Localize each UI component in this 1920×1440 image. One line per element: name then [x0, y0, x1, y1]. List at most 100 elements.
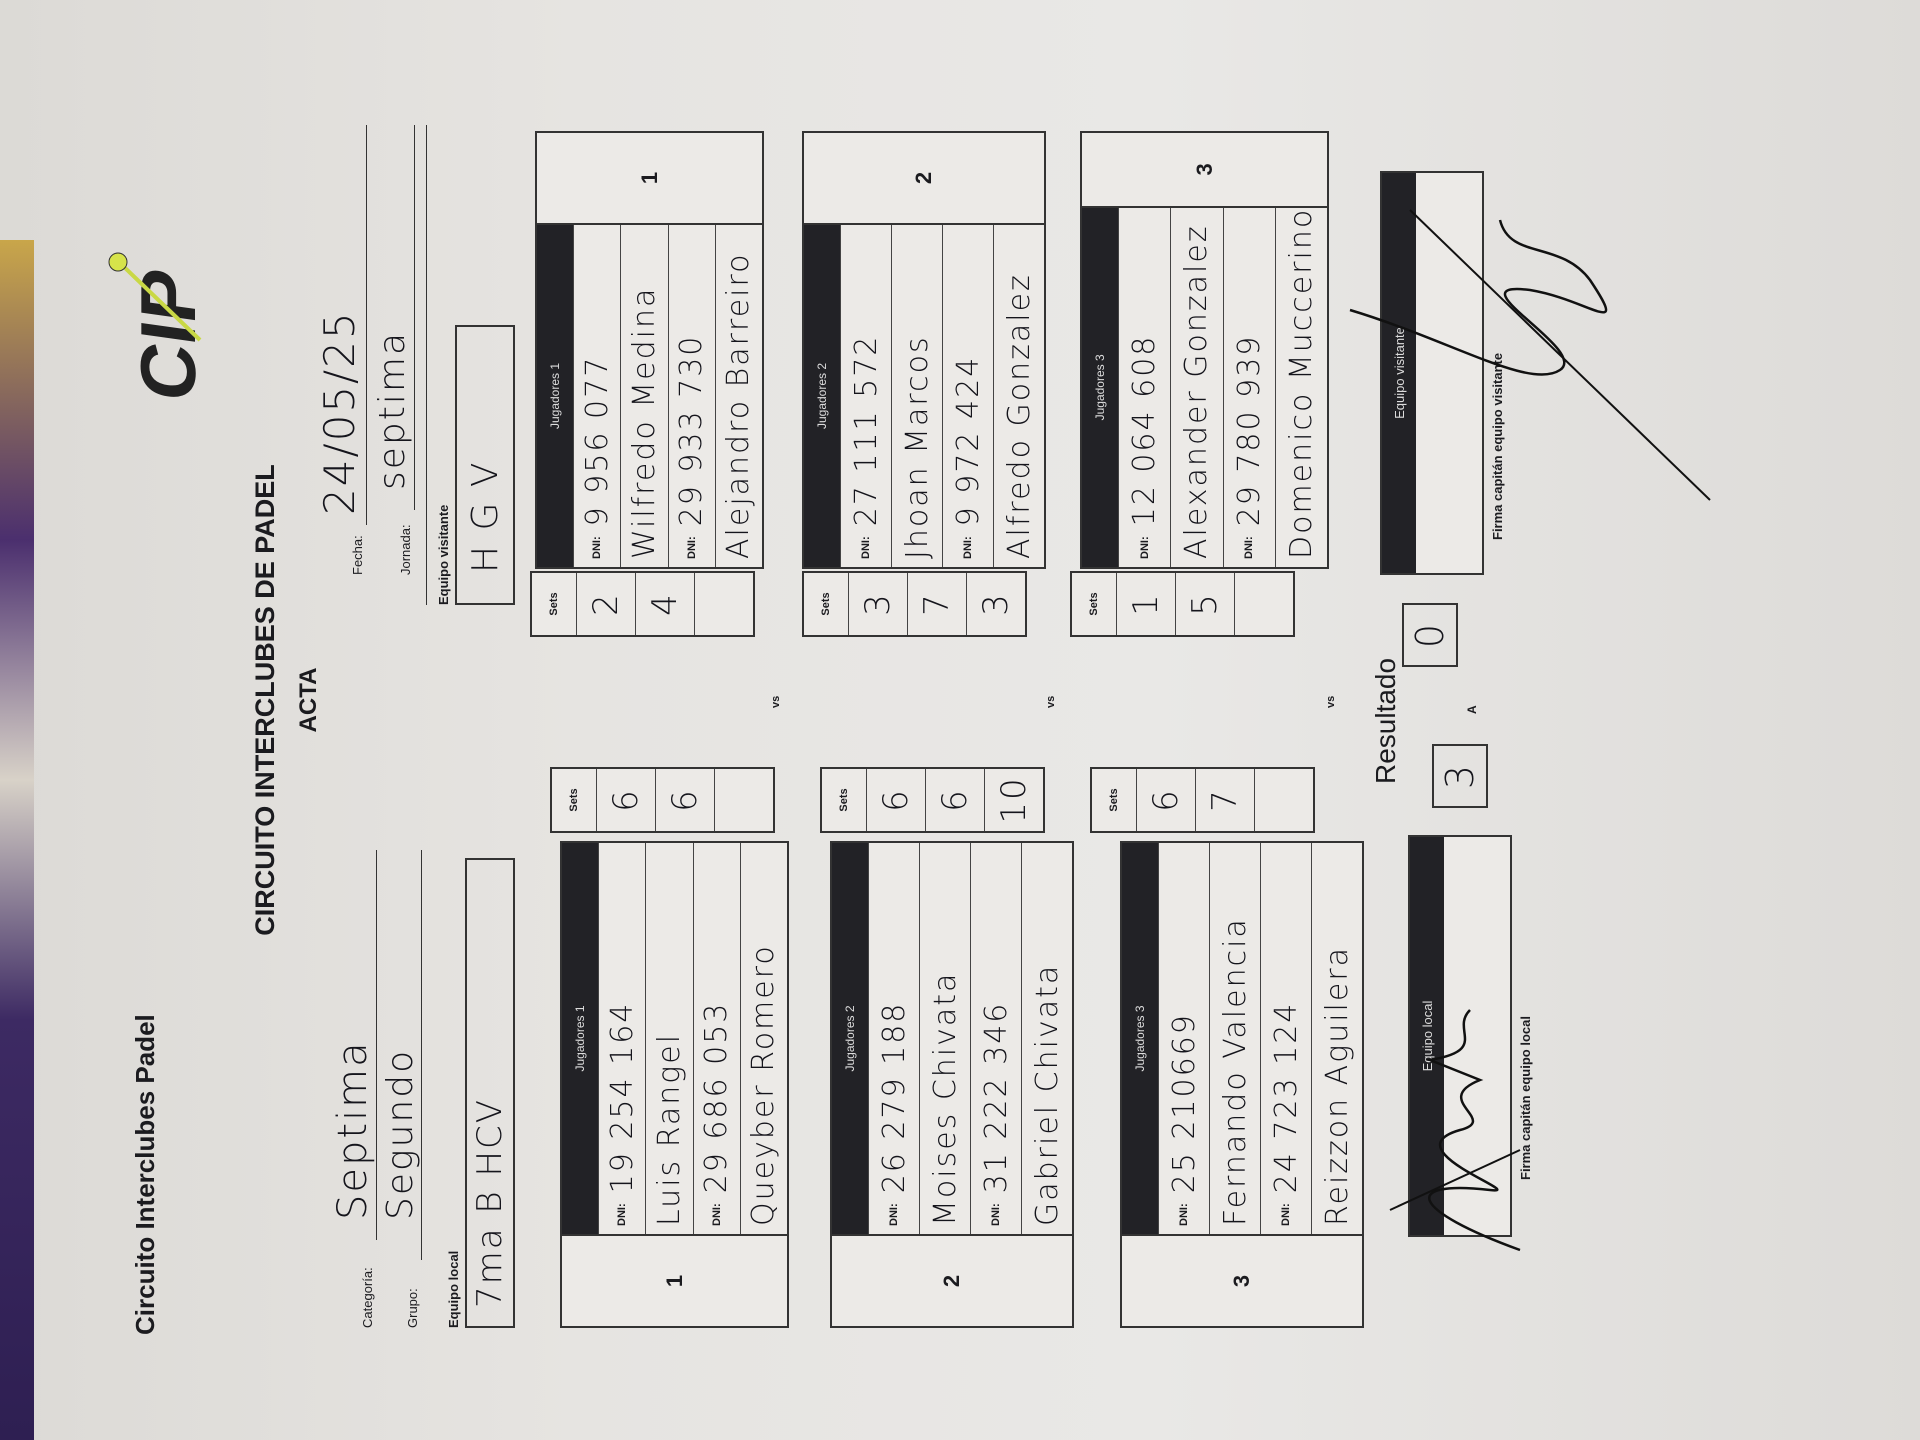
sets-header: Sets: [820, 592, 832, 616]
match-3-visitor-table: Jugadores 3 DNI: 12 064 608 Alexander Gon…: [1080, 131, 1329, 569]
sets-header: Sets: [1088, 592, 1100, 616]
dni-label: DNI:: [1138, 536, 1151, 559]
main-title: CIRCUITO INTERCLUBES DE PADEL: [250, 464, 280, 936]
set-score: 6: [1136, 769, 1195, 831]
fecha-value: 24/05/25: [315, 310, 364, 515]
player-name: Alejandro Barreiro: [721, 252, 757, 559]
set-score: 6: [866, 769, 925, 831]
player-name: Jhoan Marcos: [899, 335, 935, 559]
acta-subtitle: ACTA: [295, 667, 322, 733]
visitor-captain-signature: [1349, 209, 1711, 501]
set-score: 10: [984, 769, 1043, 831]
equipo-visitante-value: H G V: [464, 460, 506, 573]
player-name: Moises Chivata: [927, 971, 963, 1226]
player-name: Queyber Romero: [746, 944, 782, 1226]
player-name: Fernando Valencia: [1217, 917, 1253, 1226]
set-score: [714, 769, 773, 831]
player-name: Domenico Muccerino: [1283, 207, 1319, 559]
match-2-local-table: 2 Jugadores 2 DNI: 26 279 188 Moises Chiv…: [830, 841, 1074, 1328]
categoria-value: Septima: [330, 1040, 376, 1220]
dni-label: DNI:: [1280, 1203, 1292, 1226]
fecha-line: [365, 125, 367, 525]
player-name: Alfredo Gonzalez: [1001, 273, 1037, 559]
svg-text:CIP: CIP: [124, 263, 210, 400]
cip-logo: CIP: [100, 250, 212, 406]
player-dni: 12 064 608: [1127, 334, 1163, 527]
match-number: 3: [1229, 1274, 1254, 1288]
player-dni: 27 111 572: [848, 334, 884, 527]
vs-label: vs: [770, 695, 782, 708]
player-dni: 25 210669: [1166, 1013, 1202, 1194]
dni-label: DNI:: [591, 536, 604, 559]
player-name: Luis Rangel: [651, 1032, 687, 1226]
match-1-local-table: 1 Jugadores 1 DNI:19 254 164 Luis Rangel…: [560, 841, 789, 1328]
score-separator: A: [1465, 705, 1479, 714]
set-score: 3: [848, 573, 907, 635]
player-name: Gabriel Chivata: [1029, 963, 1065, 1226]
match-number: 1: [661, 1274, 687, 1288]
sets-header: Sets: [568, 788, 580, 812]
match-number: 2: [939, 1274, 964, 1288]
categoria-label: Categoría:: [360, 1267, 375, 1328]
players-header: Jugadores 2: [832, 843, 868, 1234]
equipo-visitante-label: Equipo visitante: [436, 504, 451, 605]
set-score: 6: [596, 769, 655, 831]
set-score: 5: [1175, 573, 1234, 635]
set-score: [694, 573, 753, 635]
player-dni: 9 956 077: [579, 355, 615, 527]
local-captain-signature: [1389, 1009, 1521, 1252]
match-3-local-sets: Sets 6 7: [1090, 767, 1315, 833]
match-1-visitor-table: Jugadores 1 DNI: 9 956 077 Wilfredo Medin…: [535, 131, 764, 569]
jornada-value: septima: [372, 330, 413, 490]
vs-label: vs: [1325, 695, 1337, 708]
set-score: 2: [576, 573, 635, 635]
dni-label: DNI:: [1178, 1203, 1190, 1226]
match-1-visitor-sets: Sets 2 4: [530, 571, 755, 637]
visitor-score: 0: [1402, 603, 1458, 667]
dni-label: DNI:: [962, 536, 974, 559]
grupo-value: Segundo: [380, 1048, 421, 1220]
player-dni: 29 686 053: [699, 1001, 735, 1194]
set-score: 7: [907, 573, 966, 635]
players-header: Jugadores 1: [537, 225, 573, 567]
background-fabric: [0, 240, 34, 1440]
player-name: Alexander Gonzalez: [1179, 224, 1215, 559]
grupo-label: Grupo:: [405, 1288, 420, 1328]
players-header: Jugadores 3: [1082, 207, 1118, 567]
players-header: Jugadores 3: [1122, 843, 1158, 1234]
fecha-label: Fecha:: [350, 535, 365, 575]
set-score: 4: [635, 573, 694, 635]
set-score: 3: [966, 573, 1025, 635]
dni-label: DNI:: [685, 536, 698, 559]
set-score: 7: [1195, 769, 1254, 831]
dni-label: DNI:: [888, 1203, 900, 1226]
match-number: 1: [636, 171, 662, 185]
player-dni: 26 279 188: [876, 1001, 912, 1194]
jornada-line: [413, 125, 415, 510]
visitante-line: [425, 125, 427, 605]
player-dni: 19 254 164: [604, 1001, 640, 1194]
jornada-label: Jornada:: [398, 524, 413, 575]
dni-label: DNI:: [860, 536, 872, 559]
equipo-visitante-box: H G V: [455, 325, 515, 605]
sets-header: Sets: [548, 592, 560, 616]
match-number: 2: [911, 171, 936, 185]
set-score: 6: [655, 769, 714, 831]
player-dni: 29 933 730: [674, 334, 710, 527]
set-score: 1: [1116, 573, 1175, 635]
player-name: Wilfredo Medina: [626, 286, 662, 559]
dni-label: DNI:: [990, 1203, 1002, 1226]
match-3-visitor-sets: Sets 1 5: [1070, 571, 1295, 637]
player-dni: 9 972 424: [950, 355, 986, 527]
match-2-local-sets: Sets 6 6 10: [820, 767, 1045, 833]
players-header: Jugadores 2: [804, 225, 840, 567]
local-score: 3: [1432, 744, 1488, 808]
match-1-local-sets: Sets 6 6: [550, 767, 775, 833]
match-2-visitor-sets: Sets 3 7 3: [802, 571, 1027, 637]
dni-label: DNI:: [710, 1203, 723, 1226]
set-score: [1254, 769, 1313, 831]
player-dni: 24 723 124: [1268, 1001, 1304, 1194]
sets-header: Sets: [1108, 788, 1120, 812]
player-dni: 31 222 346: [978, 1001, 1014, 1194]
player-name: Reizzon Aguilera: [1319, 945, 1355, 1226]
